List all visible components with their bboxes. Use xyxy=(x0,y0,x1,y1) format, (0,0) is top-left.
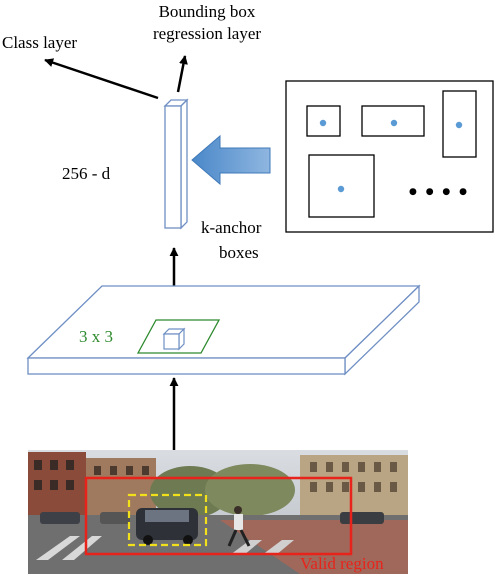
anchor-center-dot xyxy=(390,119,398,127)
anchor-box xyxy=(308,154,375,218)
sliding-window-3x3 xyxy=(136,319,221,354)
car-detection-box xyxy=(127,493,208,547)
class-layer-label: Class layer xyxy=(2,33,77,52)
anchor-label-line1: k-anchor xyxy=(201,218,262,237)
bbox-regression-label-line2: regression layer xyxy=(153,24,261,43)
feature-dim-label: 256 - d xyxy=(62,164,111,183)
anchor-center-dot xyxy=(455,121,463,129)
valid-region-box xyxy=(84,476,353,556)
bbox-regression-arrow xyxy=(176,55,188,93)
bbox-regression-label-line1: Bounding box xyxy=(159,2,256,21)
anchor-box xyxy=(442,90,477,158)
kernel-label: 3 x 3 xyxy=(79,327,113,346)
anchor-center-dot xyxy=(337,185,345,193)
anchor-box xyxy=(306,105,341,137)
feature-arrow-icon xyxy=(191,134,271,186)
anchor-box xyxy=(361,105,425,137)
valid-region-label: Valid region xyxy=(300,554,384,573)
more-anchors-ellipsis: ● ● ● ● xyxy=(409,187,470,197)
anchor-label-line2: boxes xyxy=(219,243,259,262)
street-scene-photo xyxy=(28,450,408,574)
kernel-cube xyxy=(162,327,186,351)
class-layer-arrow xyxy=(44,58,159,100)
feature-map-slab xyxy=(26,284,421,376)
anchor-center-dot xyxy=(319,119,327,127)
feature-vector-bar xyxy=(163,98,189,230)
